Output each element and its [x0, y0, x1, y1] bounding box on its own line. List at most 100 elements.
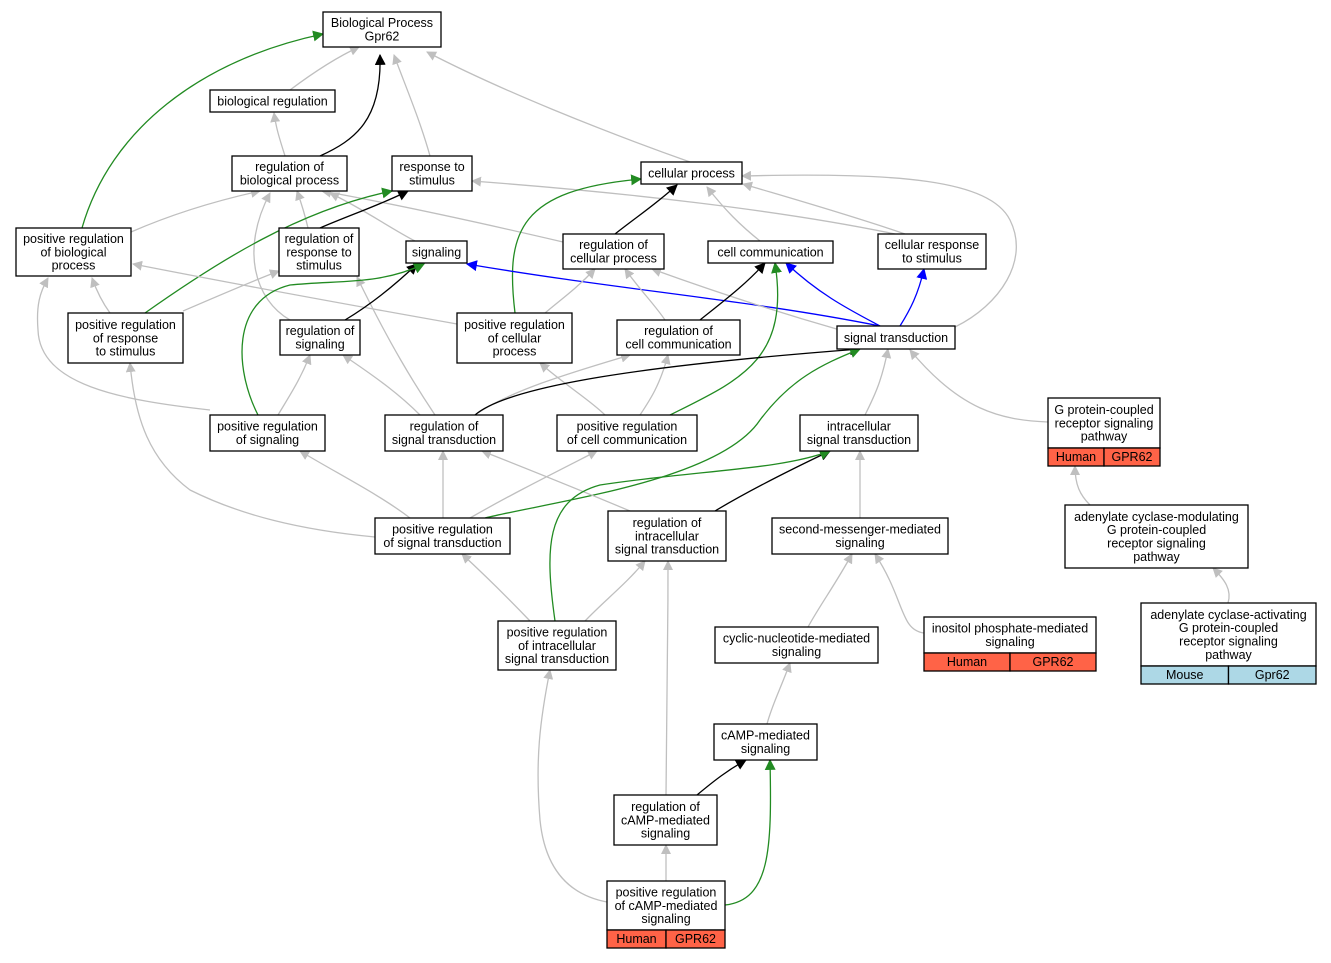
term-node-biological-regulation[interactable]: biological regulation — [209, 89, 336, 113]
term-node-cellular-process[interactable]: cellular process — [640, 161, 743, 185]
edge-is-a — [742, 181, 906, 235]
term-label-line: biological regulation — [217, 94, 328, 108]
term-label-line: signal transduction — [807, 433, 911, 447]
annotation-species-label: Human — [947, 655, 987, 669]
term-box — [497, 620, 617, 671]
edge-is-a — [909, 349, 1049, 423]
term-box — [707, 240, 834, 264]
term-label-line: pathway — [1205, 648, 1252, 662]
term-label-line: G protein-coupled — [1107, 523, 1206, 537]
edge-is-a — [807, 553, 853, 628]
term-label-line: positive regulation — [577, 420, 678, 434]
edge-is-a — [342, 354, 421, 416]
term-label-line: cellular response — [885, 238, 980, 252]
term-node-signal-transduction[interactable]: signal transduction — [836, 325, 956, 350]
term-label-line: regulation of — [285, 232, 354, 246]
edge-regulates — [699, 262, 766, 321]
term-label-line: process — [52, 259, 96, 273]
term-label-line: process — [493, 345, 537, 359]
edge-is-a — [639, 354, 671, 416]
term-node-cell-communication[interactable]: cell communication — [707, 240, 834, 264]
term-label-line: receptor signaling — [1179, 634, 1278, 648]
term-node-inositol-phosphate-mediated-signaling[interactable]: inositol phosphate-mediatedsignalingHuma… — [923, 616, 1097, 672]
edge-regulates — [319, 53, 386, 157]
term-box — [209, 89, 336, 113]
edge-regulates — [614, 184, 678, 235]
term-label-line: G protein-coupled — [1054, 403, 1153, 417]
edge-is-a — [392, 54, 431, 157]
term-box — [607, 510, 727, 562]
term-label-line: signaling — [641, 827, 690, 841]
term-label-line: of biological — [40, 245, 106, 259]
annotation-gene-label: Gpr62 — [1255, 668, 1290, 682]
term-label-line: second-messenger-mediated — [779, 523, 941, 537]
edge-is-a — [1212, 567, 1230, 604]
term-label-line: G protein-coupled — [1179, 621, 1278, 635]
edge-is-a — [584, 560, 646, 622]
term-label-line: response to — [399, 160, 464, 174]
edge-is-a — [537, 669, 608, 903]
annotation-species-label: Human — [1056, 450, 1096, 464]
term-label-line: of cell communication — [567, 433, 687, 447]
term-label-line: stimulus — [296, 259, 342, 273]
edge-is-a — [1070, 465, 1091, 506]
term-label-line: positive regulation — [217, 420, 318, 434]
term-box — [322, 11, 442, 48]
term-node-signaling[interactable]: signaling — [405, 240, 468, 264]
annotation-species-label: Mouse — [1166, 668, 1204, 682]
term-box — [231, 155, 348, 192]
edge-part-of — [465, 260, 881, 327]
term-label-line: of cAMP-mediated — [615, 899, 718, 913]
term-box — [1140, 602, 1317, 667]
term-label-line: signal transduction — [844, 331, 948, 345]
term-label-line: regulation of — [286, 324, 355, 338]
edge-part-of — [899, 267, 928, 327]
term-label-line: of response — [93, 331, 158, 345]
edge-is-a — [90, 277, 111, 314]
edge-regulates — [474, 344, 862, 416]
annotation-species-label: Human — [616, 932, 656, 946]
term-label-line: adenylate cyclase-activating — [1150, 608, 1306, 622]
term-label-line: signaling — [835, 536, 884, 550]
term-label-line: regulation of — [633, 516, 702, 530]
term-label-line: cell communication — [625, 337, 731, 351]
term-box — [67, 312, 184, 364]
term-label-line: regulation of — [255, 160, 324, 174]
term-box — [1047, 397, 1161, 449]
edge-is-a — [329, 192, 416, 242]
edge-is-a — [874, 553, 925, 634]
edge-is-a — [706, 186, 761, 242]
edge-is-a — [426, 51, 691, 163]
term-label-line: regulation of — [631, 800, 700, 814]
term-label-line: signaling — [772, 645, 821, 659]
annotation-gene-cell — [665, 929, 726, 949]
